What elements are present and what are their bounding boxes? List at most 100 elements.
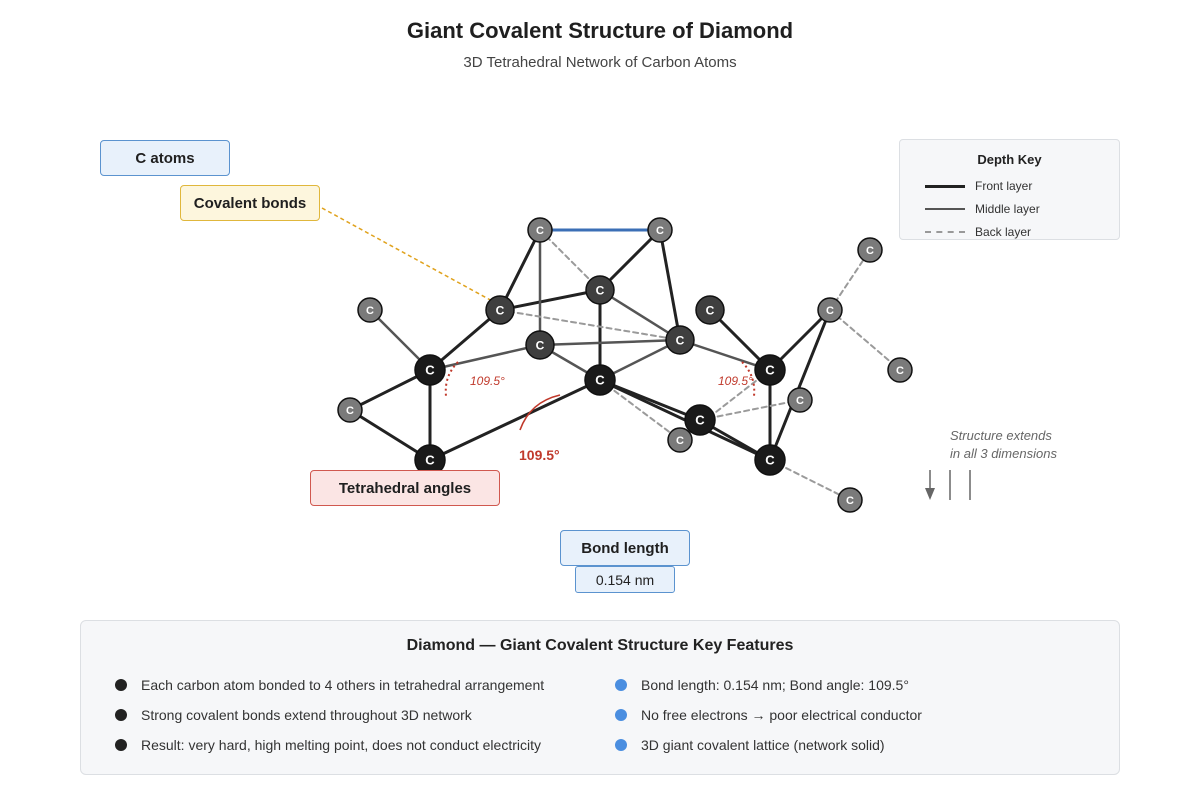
bullet-dark-icon — [115, 709, 127, 721]
middle-bond — [428, 343, 542, 372]
atom-circle — [667, 427, 693, 453]
back-bond — [539, 229, 601, 291]
bond-length-value: 0.154 nm — [575, 566, 675, 593]
atom-circle — [754, 444, 786, 476]
feature-text: 3D giant covalent lattice (network solid… — [641, 737, 885, 753]
feature-item: Strong covalent bonds extend throughout … — [115, 707, 472, 723]
back-atom: C — [787, 387, 813, 413]
bullet-dark-icon — [115, 739, 127, 751]
back-bond — [499, 309, 681, 341]
atom-label: C — [896, 365, 904, 377]
atom-label: C — [596, 283, 605, 297]
back-atom: C — [527, 217, 553, 243]
atom-circle — [837, 487, 863, 513]
legend-item-back: Back layer — [925, 223, 1031, 241]
atom-label: C — [425, 453, 435, 468]
atom-circle — [665, 325, 695, 355]
atom-label: C — [595, 373, 605, 388]
atom-circle — [585, 275, 615, 305]
atom-label: C — [676, 435, 684, 447]
atom-circle — [754, 354, 786, 386]
atom-circle — [337, 397, 363, 423]
extends-note-line1: Structure extends — [950, 428, 1052, 443]
page-title: Giant Covalent Structure of Diamond — [406, 18, 794, 43]
back-atom: C — [667, 427, 693, 453]
legend-title: Depth Key — [977, 152, 1042, 167]
atom-label: C — [826, 305, 834, 317]
front-bond — [498, 228, 542, 312]
bullet-blue-icon — [615, 739, 627, 751]
back-bond — [829, 309, 901, 371]
atom-label: C — [346, 405, 354, 417]
atom-circle — [857, 237, 883, 263]
angle-label-center: 109.5° — [519, 447, 560, 463]
middle-atom: C — [485, 295, 515, 325]
back-bond — [599, 379, 681, 441]
atom-circle — [485, 295, 515, 325]
legend-label-back: Back layer — [975, 225, 1032, 239]
back-atom: C — [817, 297, 843, 323]
bullet-blue-icon — [615, 709, 627, 721]
back-atom: C — [857, 237, 883, 263]
atom-circle — [647, 217, 673, 243]
atom-circle — [787, 387, 813, 413]
front-bond — [498, 288, 602, 312]
atom-label: C — [536, 225, 544, 237]
middle-line-swatch — [925, 208, 965, 210]
middle-bond — [678, 338, 772, 372]
middle-bond — [598, 288, 682, 342]
front-line-swatch — [925, 184, 965, 188]
legend-item-middle: Middle layer — [925, 200, 1040, 218]
atom-circle — [357, 297, 383, 323]
back-atom: C — [837, 487, 863, 513]
back-line-swatch — [925, 231, 965, 233]
front-atom: C — [754, 354, 786, 386]
atom-label: C — [765, 363, 775, 378]
atom-label: C — [866, 245, 874, 257]
angle-arc-center — [519, 394, 561, 431]
front-atom: C — [414, 354, 446, 386]
arrow-head-icon — [925, 488, 935, 500]
feature-item: No free electrons → poor electrical cond… — [615, 707, 922, 723]
angle-label-left: 109.5° — [470, 374, 505, 388]
back-bond — [699, 399, 801, 421]
callout-tetrahedral-angles: Tetrahedral angles — [310, 470, 500, 506]
middle-atom: C — [585, 275, 615, 305]
callout-covalent-bonds: Covalent bonds — [180, 185, 320, 221]
front-atom: C — [684, 404, 716, 436]
middle-atom: C — [665, 325, 695, 355]
atom-label: C — [366, 305, 374, 317]
atom-circle — [887, 357, 913, 383]
feature-text: Bond length: 0.154 nm; Bond angle: 109.5… — [641, 677, 909, 693]
atom-label: C — [796, 395, 804, 407]
atom-circle — [695, 295, 725, 325]
feature-item: 3D giant covalent lattice (network solid… — [615, 737, 885, 753]
feature-text: No free electrons → poor electrical cond… — [641, 707, 922, 723]
atom-circle — [414, 354, 446, 386]
back-atom: C — [337, 397, 363, 423]
feature-text: Result: very hard, high melting point, d… — [141, 737, 541, 753]
atom-label: C — [846, 495, 854, 507]
front-bond — [768, 308, 832, 462]
atom-label: C — [425, 363, 435, 378]
feature-text: Strong covalent bonds extend throughout … — [141, 707, 472, 723]
atom-label: C — [706, 303, 715, 317]
front-bond — [658, 228, 682, 342]
callout-bond-length: Bond length — [560, 530, 690, 566]
callout-c-atoms: C atoms — [100, 140, 230, 176]
atom-label: C — [536, 338, 545, 352]
atom-label: C — [765, 453, 775, 468]
atom-label: C — [676, 333, 685, 347]
atom-label: C — [695, 413, 705, 428]
atom-circle — [584, 364, 616, 396]
page-subtitle: 3D Tetrahedral Network of Carbon Atoms — [463, 54, 737, 71]
feature-text: Each carbon atom bonded to 4 others in t… — [141, 677, 545, 693]
feature-item: Each carbon atom bonded to 4 others in t… — [115, 677, 544, 693]
key-features-panel: Diamond — Giant Covalent Structure Key F… — [80, 620, 1120, 775]
atom-circle — [817, 297, 843, 323]
feature-item: Result: very hard, high melting point, d… — [115, 737, 541, 753]
depth-key-legend: Depth Key Front layer Middle layer Back … — [899, 139, 1120, 240]
atom-circle — [527, 217, 553, 243]
markers-layer: 109.5°109.5°109.5° — [321, 207, 971, 500]
